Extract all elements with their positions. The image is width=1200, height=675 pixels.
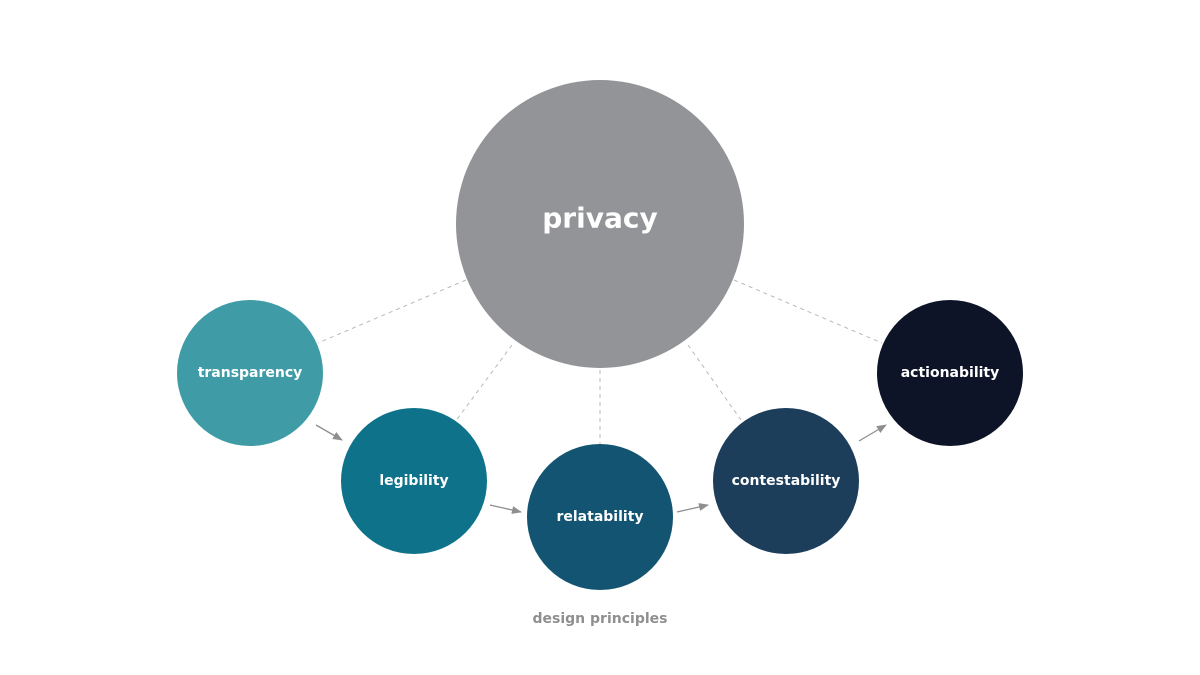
- principle-node-contestability: contestability: [713, 408, 859, 554]
- principle-node-legibility: legibility: [341, 408, 487, 554]
- principle-node-transparency: transparency: [177, 300, 323, 446]
- arrow-transparency-to-legibility: [315, 424, 343, 441]
- principle-label-relatability: relatability: [556, 509, 643, 525]
- principle-circle-transparency: [177, 300, 323, 446]
- principle-label-legibility: legibility: [379, 473, 448, 489]
- connector-contestability: [687, 344, 742, 421]
- arrow-contestability-to-actionability: [858, 424, 887, 442]
- flow-arrows: [315, 424, 887, 514]
- principle-circle-actionability: [877, 300, 1023, 446]
- center-circle: [456, 80, 744, 368]
- principle-node-actionability: actionability: [877, 300, 1023, 446]
- principle-circle-legibility: [341, 408, 487, 554]
- center-label: privacy: [542, 202, 657, 235]
- principle-node-relatability: relatability: [527, 444, 673, 590]
- connector-actionability: [733, 279, 883, 344]
- center-node-privacy: privacy: [456, 80, 744, 368]
- principle-label-actionability: actionability: [901, 365, 1000, 381]
- arrow-relatability-to-contestability: [676, 503, 709, 513]
- principle-label-transparency: transparency: [198, 365, 303, 381]
- arrow-legibility-to-relatability: [489, 504, 522, 514]
- connector-legibility: [454, 344, 513, 423]
- principle-circle-contestability: [713, 408, 859, 554]
- connector-transparency: [317, 279, 467, 344]
- principle-circle-relatability: [527, 444, 673, 590]
- connectors: [317, 279, 883, 445]
- principle-label-contestability: contestability: [732, 473, 841, 489]
- diagram-caption: design principles: [533, 611, 668, 627]
